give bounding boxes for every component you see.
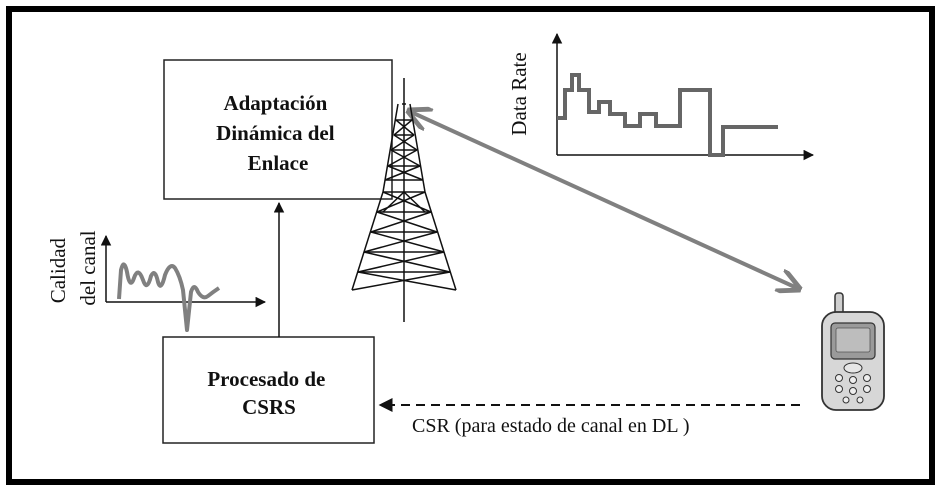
- cq-label-line-2: del canal: [76, 230, 100, 305]
- dr-label: Data Rate: [507, 52, 531, 135]
- mobile-phone-icon: [821, 292, 885, 411]
- svg-text:Adaptación Dinámica del: Adaptación Dinámica del Enlace: [216, 91, 340, 175]
- adaptation-box: Adaptación Dinámica del Enlace: [163, 59, 393, 200]
- processing-line-1: Procesado de: [207, 367, 325, 391]
- adaptation-line-1: Adaptación: [223, 91, 327, 115]
- cell-tower-icon: [351, 78, 457, 322]
- cq-signal-curve: [117, 262, 221, 332]
- adaptation-line-3: Enlace: [248, 151, 309, 175]
- channel-quality-plot: Calidad del canal: [46, 230, 267, 332]
- diagram-frame: [6, 6, 935, 485]
- radio-link-arrow: [411, 112, 797, 288]
- svg-text:Calidad del canal: Calidad del canal: [46, 230, 100, 305]
- svg-text:Procesado de CSRS: Procesado de CSRS: [207, 367, 330, 419]
- cq-label-line-1: Calidad: [46, 237, 70, 303]
- adaptation-line-2: Dinámica del: [216, 121, 335, 145]
- csr-label: CSR (para estado de canal en DL ): [412, 415, 690, 437]
- processing-line-2: CSRS: [242, 395, 296, 419]
- processing-box: Procesado de CSRS: [162, 336, 375, 444]
